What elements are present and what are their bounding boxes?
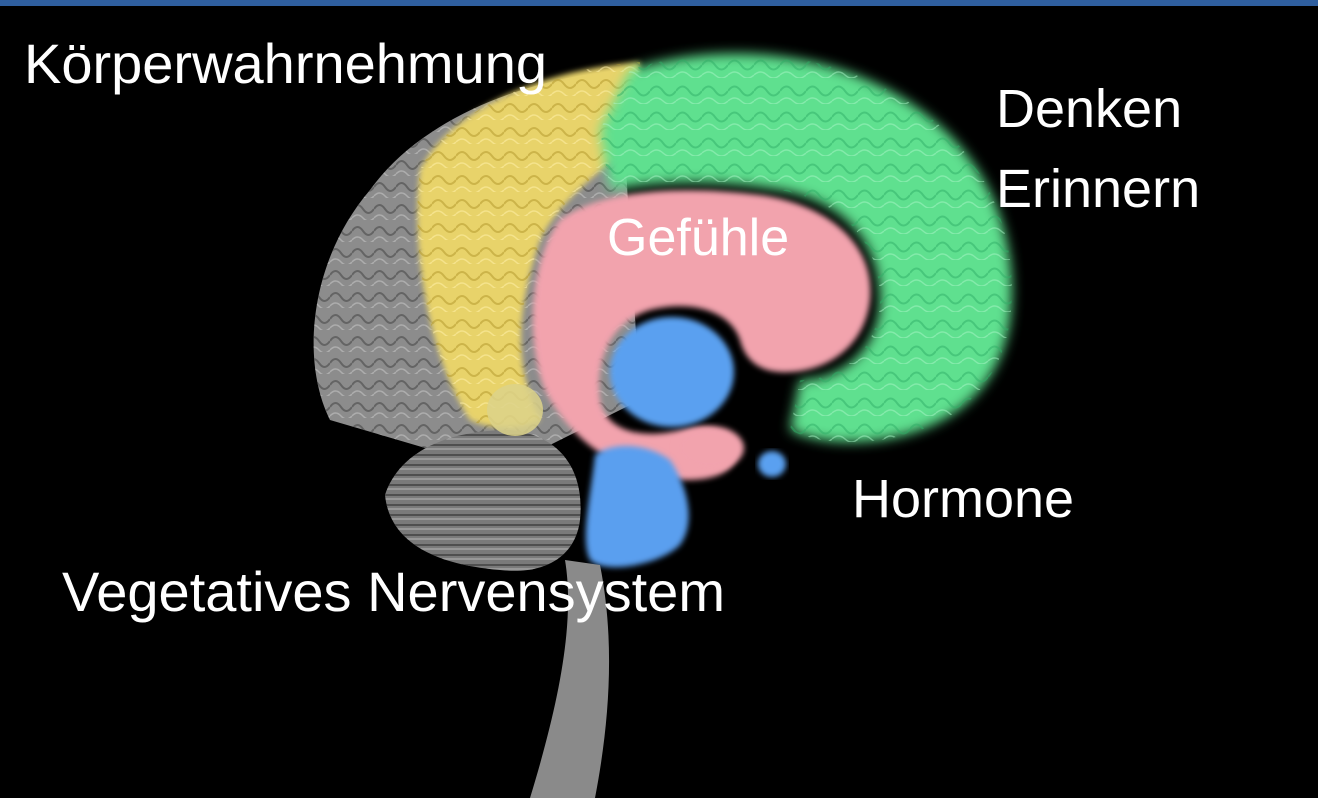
label-koerperwahrnehmung: Körperwahrnehmung xyxy=(24,36,547,92)
label-gefuehle: Gefühle xyxy=(607,212,789,264)
region-blue-thalamus xyxy=(610,317,734,427)
region-blue-pituitary xyxy=(758,451,786,477)
label-denken: Denken xyxy=(996,82,1182,136)
label-vegetatives-nervensystem: Vegetatives Nervensystem xyxy=(62,564,725,620)
label-hormone: Hormone xyxy=(852,472,1074,526)
label-erinnern: Erinnern xyxy=(996,162,1200,216)
